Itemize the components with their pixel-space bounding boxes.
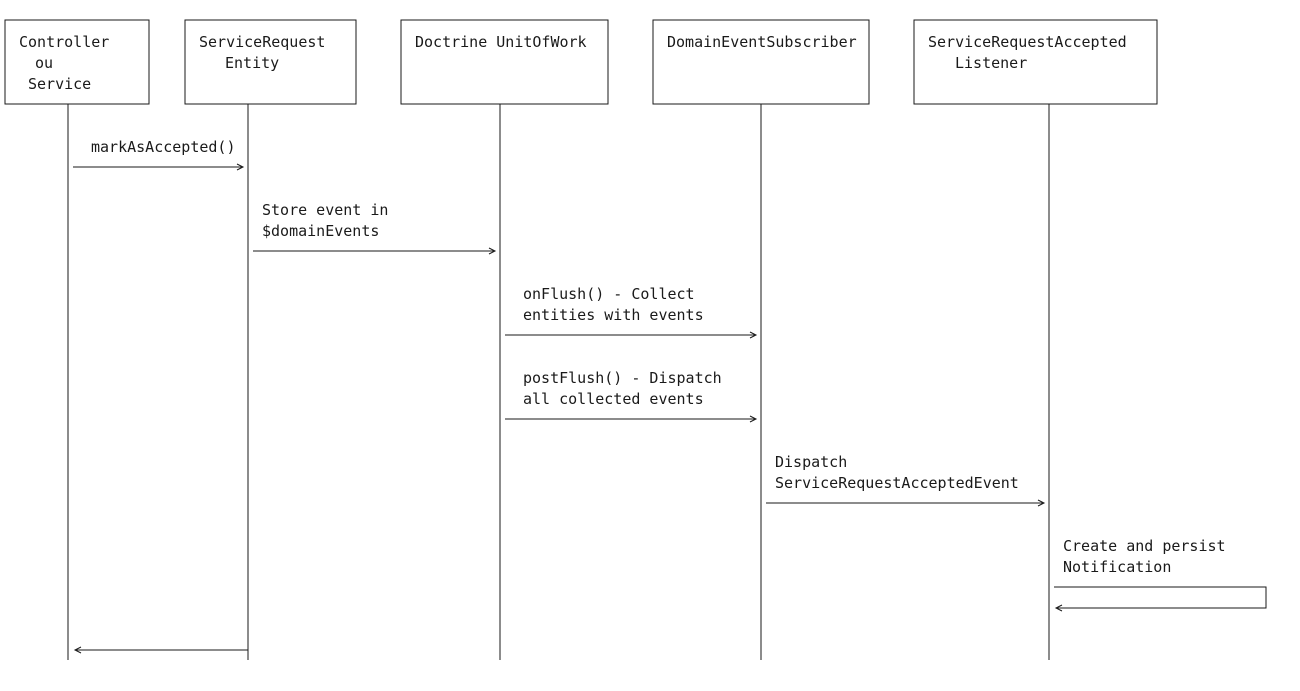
arrow-head xyxy=(749,331,758,339)
arrow-head xyxy=(749,415,758,423)
message-label: $domainEvents xyxy=(262,222,379,240)
participant-label: Listener xyxy=(955,54,1027,72)
arrow-head xyxy=(1054,604,1063,612)
message-mark-as-accepted: markAsAccepted() xyxy=(73,138,245,171)
participant-label: Controller xyxy=(19,33,109,51)
participant-box xyxy=(400,19,609,105)
self-arrow-line xyxy=(1054,586,1267,609)
message-on-flush: onFlush() - Collect entities with events xyxy=(505,285,758,339)
participant-label: ou xyxy=(35,54,53,72)
message-label: Store event in xyxy=(262,201,388,219)
message-label: onFlush() - Collect xyxy=(523,285,695,303)
participant-label: DomainEventSubscriber xyxy=(667,33,857,51)
participant-label: ServiceRequest xyxy=(199,33,325,51)
message-store-event: Store event in $domainEvents xyxy=(253,201,497,255)
participant-label: Doctrine UnitOfWork xyxy=(415,33,587,51)
participant-doctrine-unitofwork: Doctrine UnitOfWork xyxy=(400,19,609,105)
message-label: entities with events xyxy=(523,306,704,324)
participant-box xyxy=(4,19,150,105)
message-label: Dispatch xyxy=(775,453,847,471)
participant-label: ServiceRequestAccepted xyxy=(928,33,1127,51)
arrow-head xyxy=(236,163,245,171)
message-label: Notification xyxy=(1063,558,1171,576)
message-label: Create and persist xyxy=(1063,537,1226,555)
participant-domain-event-subscriber: DomainEventSubscriber xyxy=(652,19,870,105)
arrow-head xyxy=(1037,499,1046,507)
return-arrow-line xyxy=(75,642,249,651)
participant-label: Service xyxy=(28,75,91,93)
participant-box xyxy=(184,19,357,105)
message-label: postFlush() - Dispatch xyxy=(523,369,722,387)
message-post-flush: postFlush() - Dispatch all collected even… xyxy=(505,369,758,423)
message-return xyxy=(73,642,249,654)
participant-box xyxy=(913,19,1158,105)
arrow-head xyxy=(73,646,82,654)
arrow-head xyxy=(488,247,497,255)
message-label: markAsAccepted() xyxy=(91,138,236,156)
message-label: all collected events xyxy=(523,390,704,408)
message-label: ServiceRequestAcceptedEvent xyxy=(775,474,1019,492)
participant-label: Entity xyxy=(225,54,279,72)
